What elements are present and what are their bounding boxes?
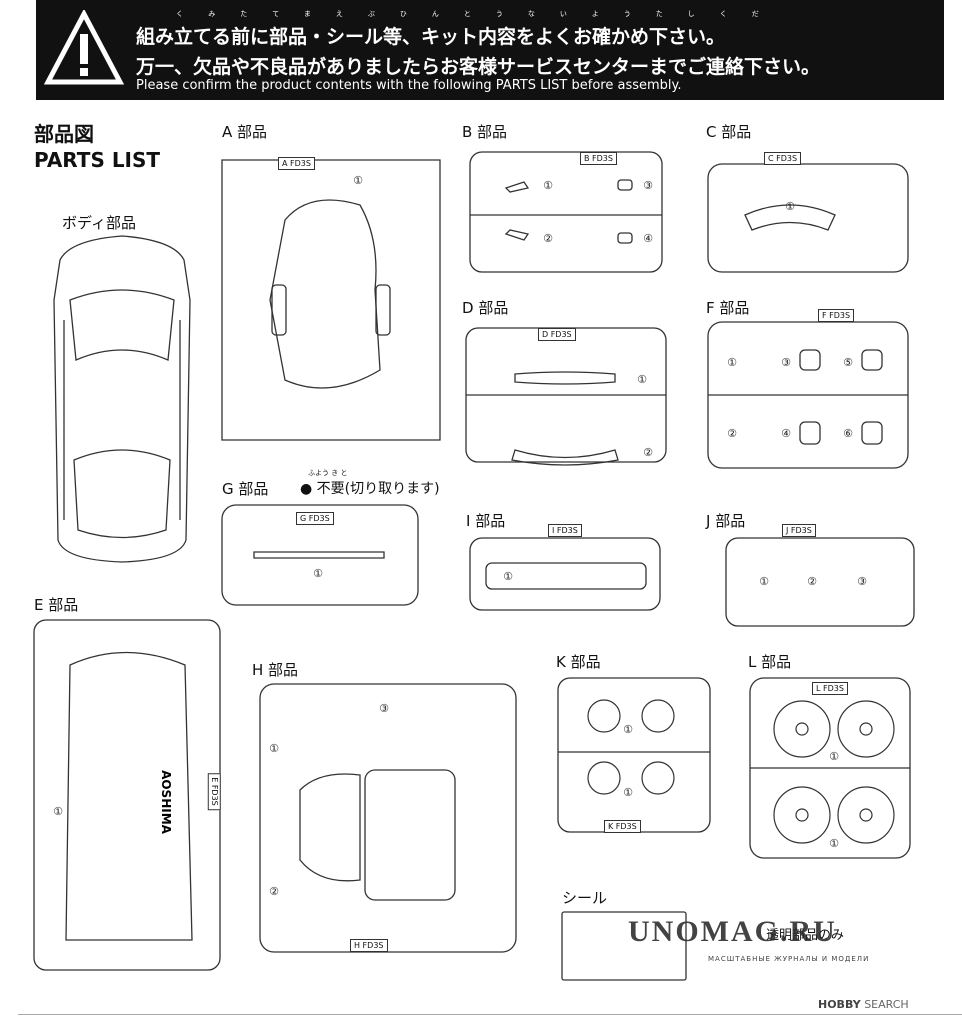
group-i-label: I 部品 (466, 512, 506, 530)
j-part-1: ① (759, 575, 769, 588)
tag-i: I FD3S (548, 524, 582, 537)
g-note-furigana: ふよう き と (308, 469, 348, 477)
warning-icon (44, 10, 124, 85)
warning-banner: くみたてまえぶひんとうないようたしくだ 組み立てる前に部品・シール等、キット内容… (36, 0, 944, 100)
g-unneeded-note: ● 不要(切り取ります) (300, 481, 440, 497)
h-part-2: ② (269, 885, 279, 898)
group-f-label: F 部品 (706, 299, 750, 317)
header-line3: Please confirm the product contents with… (136, 78, 682, 93)
f-part-4: ④ (781, 427, 791, 440)
l-tire (773, 700, 831, 758)
tag-e: E FD3S (207, 773, 221, 810)
group-a-label: A 部品 (222, 123, 268, 141)
g-part-1: ① (313, 567, 323, 580)
tag-k: K FD3S (604, 820, 641, 833)
tag-l: L FD3S (812, 682, 848, 695)
d-part-1: ① (637, 373, 647, 386)
f-part-5: ⑤ (843, 356, 853, 369)
tag-a: A FD3S (278, 157, 315, 170)
e-floor (65, 651, 193, 941)
tag-j: J FD3S (782, 524, 816, 537)
title-en: PARTS LIST (34, 148, 161, 172)
tag-b: B FD3S (580, 152, 617, 165)
title-ja: 部品図 (34, 122, 94, 146)
j-part-2: ② (807, 575, 817, 588)
hobby-search-logo: HOBBY SEARCH (818, 998, 909, 1011)
k-part-1a: ① (623, 723, 633, 736)
tag-d: D FD3S (538, 328, 576, 341)
search-text: SEARCH (864, 998, 909, 1011)
a-interior (269, 199, 381, 389)
b-part-3: ③ (643, 179, 653, 192)
header-line2: 万一、欠品や不良品がありましたらお客様サービスセンターまでご連絡下さい。 (136, 56, 821, 78)
b-part-4: ④ (643, 232, 653, 245)
group-h-label: H 部品 (252, 661, 299, 679)
bottom-rule (18, 1014, 962, 1015)
hobby-text: HOBBY (818, 998, 861, 1011)
l-part-1a: ① (829, 750, 839, 763)
tag-f: F FD3S (818, 309, 855, 322)
body-shell (53, 235, 191, 563)
body-parts-label: ボディ部品 (62, 214, 136, 232)
j-part-3: ③ (857, 575, 867, 588)
k-part-1b: ① (623, 786, 633, 799)
f-part-1: ① (727, 356, 737, 369)
tag-c: C FD3S (764, 152, 802, 165)
b-part-2: ② (543, 232, 553, 245)
h-part-1: ① (269, 742, 279, 755)
i-part-1: ① (503, 570, 513, 583)
tag-h: H FD3S (350, 939, 388, 952)
seal-label: シール (562, 889, 608, 907)
l-part-1b: ① (829, 837, 839, 850)
k-wheel (587, 699, 621, 733)
c-part-1: ① (785, 200, 795, 213)
group-d-label: D 部品 (462, 299, 509, 317)
header-line1: 組み立てる前に部品・シール等、キット内容をよくお確かめ下さい。 (136, 26, 726, 48)
e-part-1: ① (53, 805, 63, 818)
group-k-label: K 部品 (556, 653, 601, 671)
aoshima-logo: AOSHIMA (159, 770, 173, 835)
group-e-label: E 部品 (34, 596, 79, 614)
watermark-sub: МАСШТАБНЫЕ ЖУРНАЛЫ И МОДЕЛИ (708, 955, 870, 963)
h-part-3: ③ (379, 702, 389, 715)
watermark: UNOMAG.RU (628, 915, 837, 948)
b-part-1: ① (543, 179, 553, 192)
group-g-label: G 部品 (222, 480, 269, 498)
d-part-2: ② (643, 446, 653, 459)
g-note-text: 不要(切り取ります) (316, 481, 440, 497)
clear-parts-note: 透明部品のみ (766, 928, 845, 943)
a-part-1: ① (353, 174, 363, 187)
tag-g: G FD3S (296, 512, 334, 525)
group-b-label: B 部品 (462, 123, 508, 141)
f-part-3: ③ (781, 356, 791, 369)
group-c-label: C 部品 (706, 123, 752, 141)
group-j-label: J 部品 (706, 512, 746, 530)
group-l-label: L 部品 (748, 653, 792, 671)
furigana-line1: くみたてまえぶひんとうないようたしくだ (176, 10, 784, 18)
f-part-2: ② (727, 427, 737, 440)
f-part-6: ⑥ (843, 427, 853, 440)
